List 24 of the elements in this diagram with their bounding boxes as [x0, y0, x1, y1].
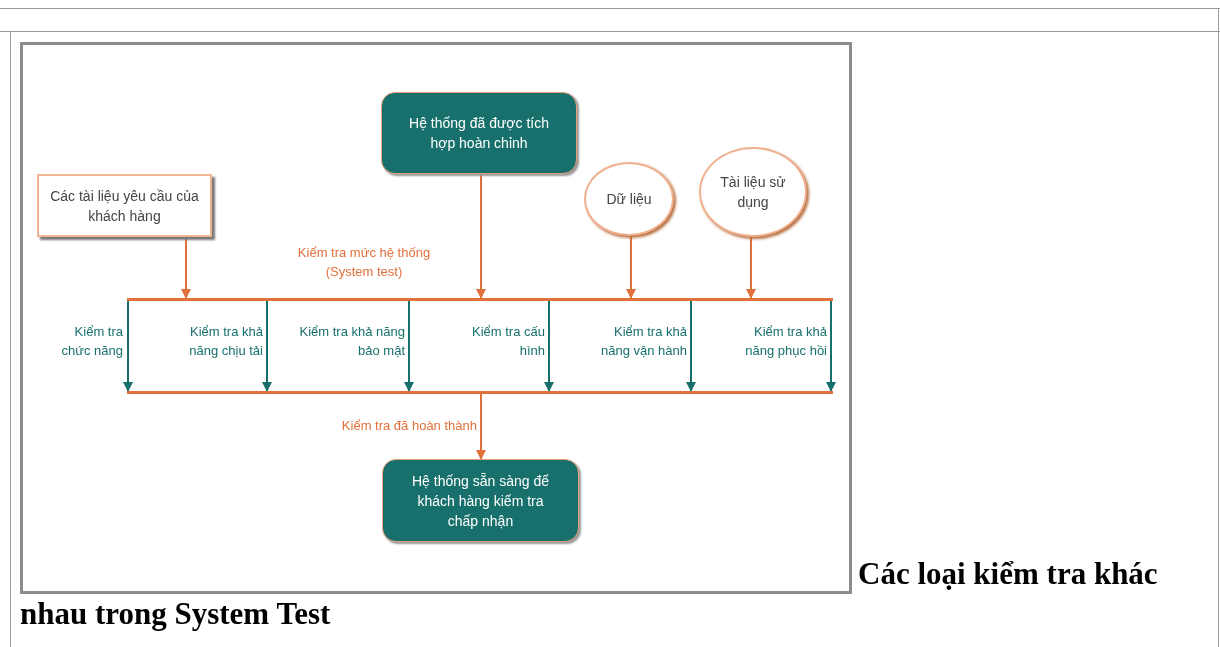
arrow — [404, 300, 414, 392]
arrow — [544, 300, 554, 392]
bus-bar — [127, 298, 833, 301]
node-text: Dữ liệu — [605, 190, 653, 209]
node-text: Hệ thống sẵn sàng để khách hàng kiểm tra chấp nhận — [411, 471, 550, 531]
system-box — [381, 92, 577, 174]
arrow — [181, 236, 191, 299]
arrow — [476, 393, 486, 460]
node-text: Tài liệu sử dụng — [719, 173, 787, 212]
system-box — [382, 459, 579, 542]
document-box — [37, 174, 212, 237]
node-text: Hệ thống đã được tích hợp hoàn chỉnh — [408, 114, 550, 153]
arrow — [262, 300, 272, 392]
arrow — [123, 300, 133, 392]
bus-bar — [127, 391, 833, 394]
arrow — [746, 236, 756, 299]
arrow — [686, 300, 696, 392]
arrow — [476, 173, 486, 299]
input-oval — [584, 162, 674, 236]
caption: Các loại kiểm tra khác nhau trong System Test — [20, 556, 1158, 631]
edge-label: Kiểm tra khả năng bảo mật — [299, 322, 405, 360]
arrow — [826, 300, 836, 392]
arrow — [626, 235, 636, 299]
node-text: Các tài liệu yêu cầu của khách hàng — [49, 186, 200, 226]
